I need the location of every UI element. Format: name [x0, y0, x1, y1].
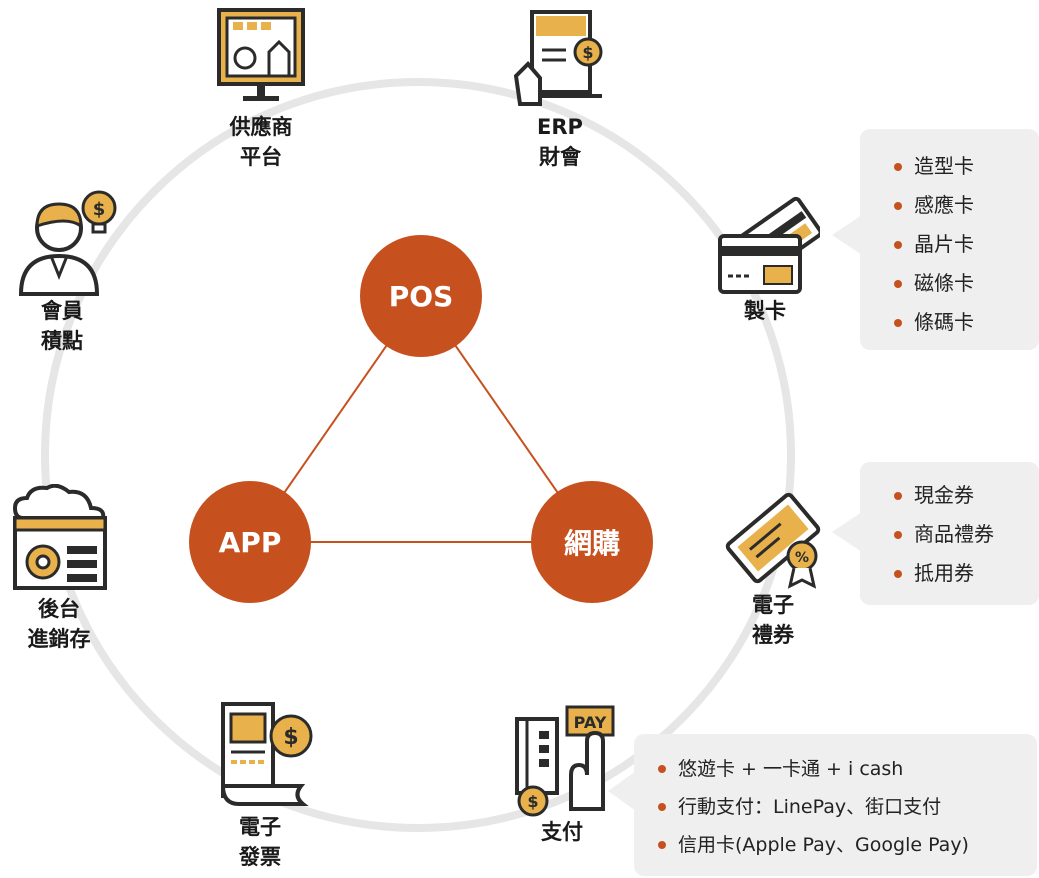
svg-text:%: %	[795, 550, 809, 566]
erp-label-line1: ERP	[537, 115, 583, 139]
receipt-dollar-icon: $	[220, 702, 313, 806]
card-type-item: 磁條卡	[890, 264, 1039, 303]
svg-text:$: $	[527, 792, 538, 811]
member-label-line2: 積點	[41, 329, 83, 353]
node-electronic-invoice: $ 電子 發票	[200, 700, 320, 872]
voucher-label-line1: 電子	[752, 593, 794, 617]
node-backend-inventory: 後台 進銷存	[4, 484, 114, 654]
backend-label-line2: 進銷存	[27, 627, 91, 651]
payment-method-item: 悠遊卡 + 一卡通 + i cash	[654, 750, 1037, 788]
hub-app: APP	[189, 481, 311, 603]
invoice-hand-dollar-icon: $	[513, 10, 603, 106]
card-type-item: 條碼卡	[890, 303, 1039, 342]
backend-label-line1: 後台	[38, 597, 80, 621]
card-type-item: 感應卡	[890, 186, 1039, 225]
voucher-type-item: 商品禮券	[890, 515, 1039, 554]
voucher-callout-pointer	[832, 512, 862, 552]
node-supplier-platform: 供應商 平台	[196, 6, 326, 172]
pay-icon-text: PAY	[574, 713, 607, 732]
erp-label-line2: 財會	[539, 145, 581, 169]
invoice-label-line2: 發票	[239, 845, 281, 869]
voucher-type-item: 現金券	[890, 476, 1039, 515]
payment-methods-callout: 悠遊卡 + 一卡通 + i cash 行動支付：LinePay、街口支付 信用卡…	[634, 734, 1037, 876]
svg-text:$: $	[93, 199, 106, 220]
node-electronic-voucher: % 電子 禮券	[712, 486, 834, 650]
supplier-label-line1: 供應商	[229, 115, 293, 139]
monitor-buildings-icon	[217, 8, 305, 101]
payment-label: 支付	[541, 820, 583, 844]
node-payment: PAY $ 支付	[502, 705, 622, 847]
hub-pos: POS	[360, 235, 482, 357]
payment-method-item: 行動支付：LinePay、街口支付	[654, 788, 1037, 826]
payment-method-item: 信用卡(Apple Pay、Google Pay)	[654, 826, 1037, 864]
card-making-label: 製卡	[744, 299, 786, 323]
card-type-item: 造型卡	[890, 147, 1039, 186]
invoice-label-line1: 電子	[239, 815, 281, 839]
hub-ecommerce: 網購	[531, 481, 653, 603]
voucher-types-callout: 現金券 商品禮券 抵用券	[860, 462, 1039, 605]
member-label-line1: 會員	[41, 299, 83, 323]
card-types-callout: 造型卡 感應卡 晶片卡 磁條卡 條碼卡	[860, 129, 1039, 350]
voucher-label-line2: 禮券	[752, 623, 794, 647]
supplier-label-line2: 平台	[240, 145, 282, 169]
member-coin-icon: $	[18, 190, 117, 296]
payment-callout-pointer	[608, 771, 636, 811]
node-member-points: $ 會員 積點	[4, 186, 120, 356]
svg-text:$: $	[582, 43, 593, 62]
svg-text:$: $	[283, 725, 298, 750]
cloud-settings-icon	[12, 484, 107, 590]
node-erp: $ ERP 財會	[500, 6, 620, 172]
credit-cards-icon	[718, 196, 820, 294]
card-callout-pointer	[832, 215, 862, 255]
voucher-type-item: 抵用券	[890, 554, 1039, 593]
card-type-item: 晶片卡	[890, 225, 1039, 264]
outer-ring	[41, 78, 795, 832]
pay-terminal-icon: PAY $	[515, 705, 615, 817]
gift-voucher-icon: %	[725, 492, 821, 589]
node-card-making: 製卡	[710, 188, 820, 326]
